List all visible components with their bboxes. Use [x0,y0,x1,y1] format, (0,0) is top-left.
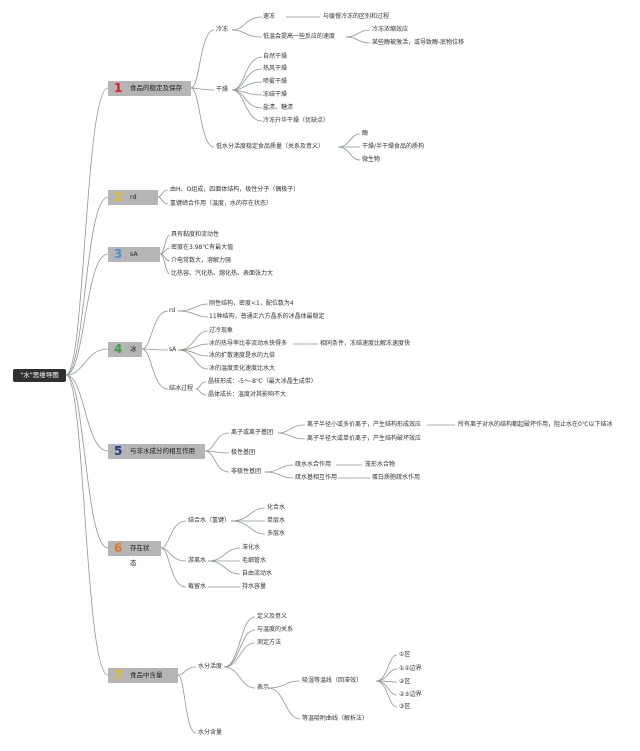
category-label: 冰 [130,345,137,353]
node-isotherm-curve: 等温吸附曲线（解析法） [302,715,369,722]
node-sublimation-dry: 冷冻升华干燥（优缺点） [263,117,330,124]
category-label: 存在状态 [130,544,150,567]
node-hot-air-dry: 热风干燥 [263,65,288,72]
node-salt-sugar: 盐渍、糖渍 [263,104,294,111]
node-supercooling: 过冷现象 [209,327,234,334]
node-ice-sa: sA [169,346,177,353]
node-water-content: 水分含量 [198,729,223,736]
node-density-max: 密度在3.98℃有最大值 [171,244,234,251]
node-h-o-structure: 由H、O组成，四面体结构，极性分子（偶极子） [170,186,300,193]
node-enzyme-activation: 某些酶被激活，或导致酶-底物位移 [372,39,465,46]
node-free-water: 游离水 [188,557,207,564]
node-trapped-water: 截留水 [188,583,207,590]
category-label: 食品的稳定及保存 [130,84,182,92]
node-microbe: 微生物 [362,156,381,163]
node-hydrophobic-interaction: 疏水基相互作用 [295,474,338,481]
node-nonpolar-groups: 非极性基团 [231,468,262,475]
node-small-ions: 离子半径小或多价离子，产生结构形成效应 [307,421,422,428]
node-drying: 干燥 [216,86,229,93]
category-ice: 4 冰 [108,342,142,357]
node-bound-water: 结合水（氢键） [188,517,231,524]
node-nucleation: 晶核形成：-5～-8℃（最大冰晶生成带） [208,378,317,385]
node-polar-groups: 极性基团 [231,449,256,456]
node-hydrogen-bond: 氢键缔合作用（温度，水的存在状态） [170,200,273,207]
category-number: 1 [114,81,123,95]
node-ions: 离子或离子基团 [231,429,274,436]
node-zone-1-2: ①②边界 [399,665,422,672]
node-stagnant-water: 滞化水 [242,544,261,551]
root-topic: "水"思维导图 [13,369,66,382]
node-quick-freeze: 速冻 [263,13,276,20]
node-clathrate: 笼形水合物 [365,461,396,468]
node-low-aw-stability: 低水分活度稳定食品质量（关系及意义） [216,143,325,150]
node-low-temp-reaction: 低温会提高一些反应的速度 [263,33,336,40]
node-freeze-concentration: 冷冻浓缩效应 [372,26,409,33]
node-zone-2-3: ②③边界 [399,691,422,698]
node-zone-1: ①区 [399,651,411,658]
node-spray-dry: 喷雾干燥 [263,78,288,85]
node-large-ions: 离子半径大或单价离子，产生结构破坏效应 [307,435,422,442]
node-water-activity: 水分活度 [198,663,223,670]
node-eleven-structures: 11种结构，普通正六方晶系的冰晶体最稳定 [209,313,325,320]
category-number: 4 [114,342,123,356]
category-number: 7 [114,668,123,682]
category-food-stability: 1 食品的稳定及保存 [108,81,191,96]
node-zone-2: ②区 [399,678,411,685]
node-ice-rd: rd [169,307,176,314]
node-compound-water: 化合水 [267,504,286,511]
node-crystal-growth: 晶体成长：温度对其影响不大 [208,391,287,398]
node-aw-temperature: 与温度的关系 [257,626,294,633]
node-aw-definition: 定义及意义 [257,613,288,620]
node-freeze-dry: 冻结干燥 [263,91,288,98]
node-multilayer-water: 多层水 [267,530,286,537]
node-freeze-faster: 相同条件，冻结速度比解冻速度快 [320,340,411,347]
node-protein-hydrophobic: 蛋白质胞疏水作用 [372,474,421,481]
node-water-holding: 持水容量 [242,583,267,590]
node-representation: 表示 [257,684,270,691]
category-label: 与非水成分的相互作用 [130,447,195,455]
node-freezing: 冷冻 [216,26,229,33]
node-temp-change: 冰的温度变化速度比水大 [209,365,276,372]
node-quick-freeze-diff: 与缓慢冷冻的区别和过程 [323,13,390,20]
category-sa: 3 sA [108,247,160,262]
category-rd: 2 rd [108,190,158,205]
node-zone-3: ③区 [399,703,411,710]
node-capillary-water: 毛细管水 [242,557,267,564]
category-number: 5 [114,444,123,458]
category-label: rd [130,193,137,201]
category-label: 食品中含量 [130,671,163,679]
category-label: sA [130,250,138,258]
node-enzyme: 酶 [362,130,369,137]
category-content: 7 食品中含量 [108,668,178,683]
node-all-ions: 所有离子对水的结构都起破坏作用，阻止水在0℃以下结冰 [458,421,613,428]
node-monolayer-water: 单层水 [267,517,286,524]
node-dielectric: 介电常数大，溶解力强 [171,257,232,264]
node-rigid-structure: 刚性结构，密度<1，配位数为4 [209,300,294,307]
category-number: 2 [114,190,123,204]
node-aw-measurement: 测定方法 [257,639,282,646]
category-state: 6 存在状态 [108,541,161,567]
node-texture: 干燥/半干燥食品的质构 [362,143,425,150]
node-thermal-conductivity: 冰的热导率比非流动水快得多 [209,340,288,347]
node-natural-dry: 自然干燥 [263,53,288,60]
category-number: 3 [114,247,123,261]
node-heat-capacity: 比热容、汽化热、熔化热、表面张力大 [171,270,274,277]
node-sorption-isotherm: 吸湿等温线（回滞效） [302,677,363,684]
category-interaction: 5 与非水成分的相互作用 [108,444,205,459]
node-flowing-water: 自由流动水 [242,570,273,577]
node-viscosity: 具有黏度和流动性 [171,231,220,238]
node-hydrophobic-hydration: 疏水水合作用 [295,461,332,468]
category-number: 6 [114,541,123,555]
node-freezing-process: 结冰过程 [169,385,194,392]
node-diffusion: 冰的扩散速度是水的九倍 [209,352,276,359]
